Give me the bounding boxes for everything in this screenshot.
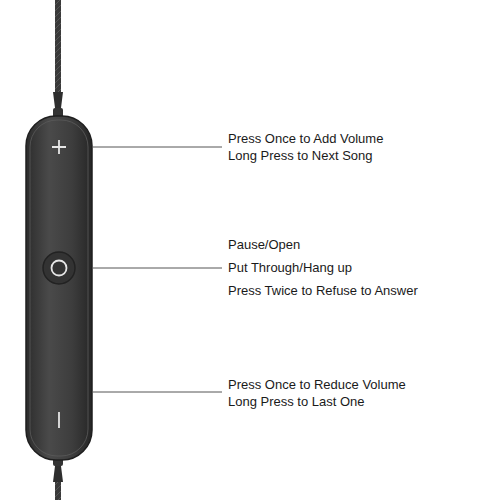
leader-line [92,147,222,148]
function-label: Put Through/Hang up [228,260,352,276]
function-label: Long Press to Last One [228,394,365,410]
center-button [43,252,75,284]
minus-symbol [58,412,60,428]
leader-line [92,392,222,393]
leader-line [92,268,222,269]
cable-joint [53,466,63,482]
cable [55,0,61,92]
function-label: Press Once to Add Volume [228,131,383,147]
function-label: Long Press to Next Song [228,148,373,164]
cable-joint [53,92,63,108]
circle-symbol [52,261,67,276]
remote-edge [30,120,88,456]
function-label: Press Twice to Refuse to Answer [228,283,418,299]
cable [55,482,61,500]
function-label: Press Once to Reduce Volume [228,377,406,393]
plus-symbol [52,140,66,154]
remote-body [26,116,92,460]
function-label: Pause/Open [228,237,300,253]
